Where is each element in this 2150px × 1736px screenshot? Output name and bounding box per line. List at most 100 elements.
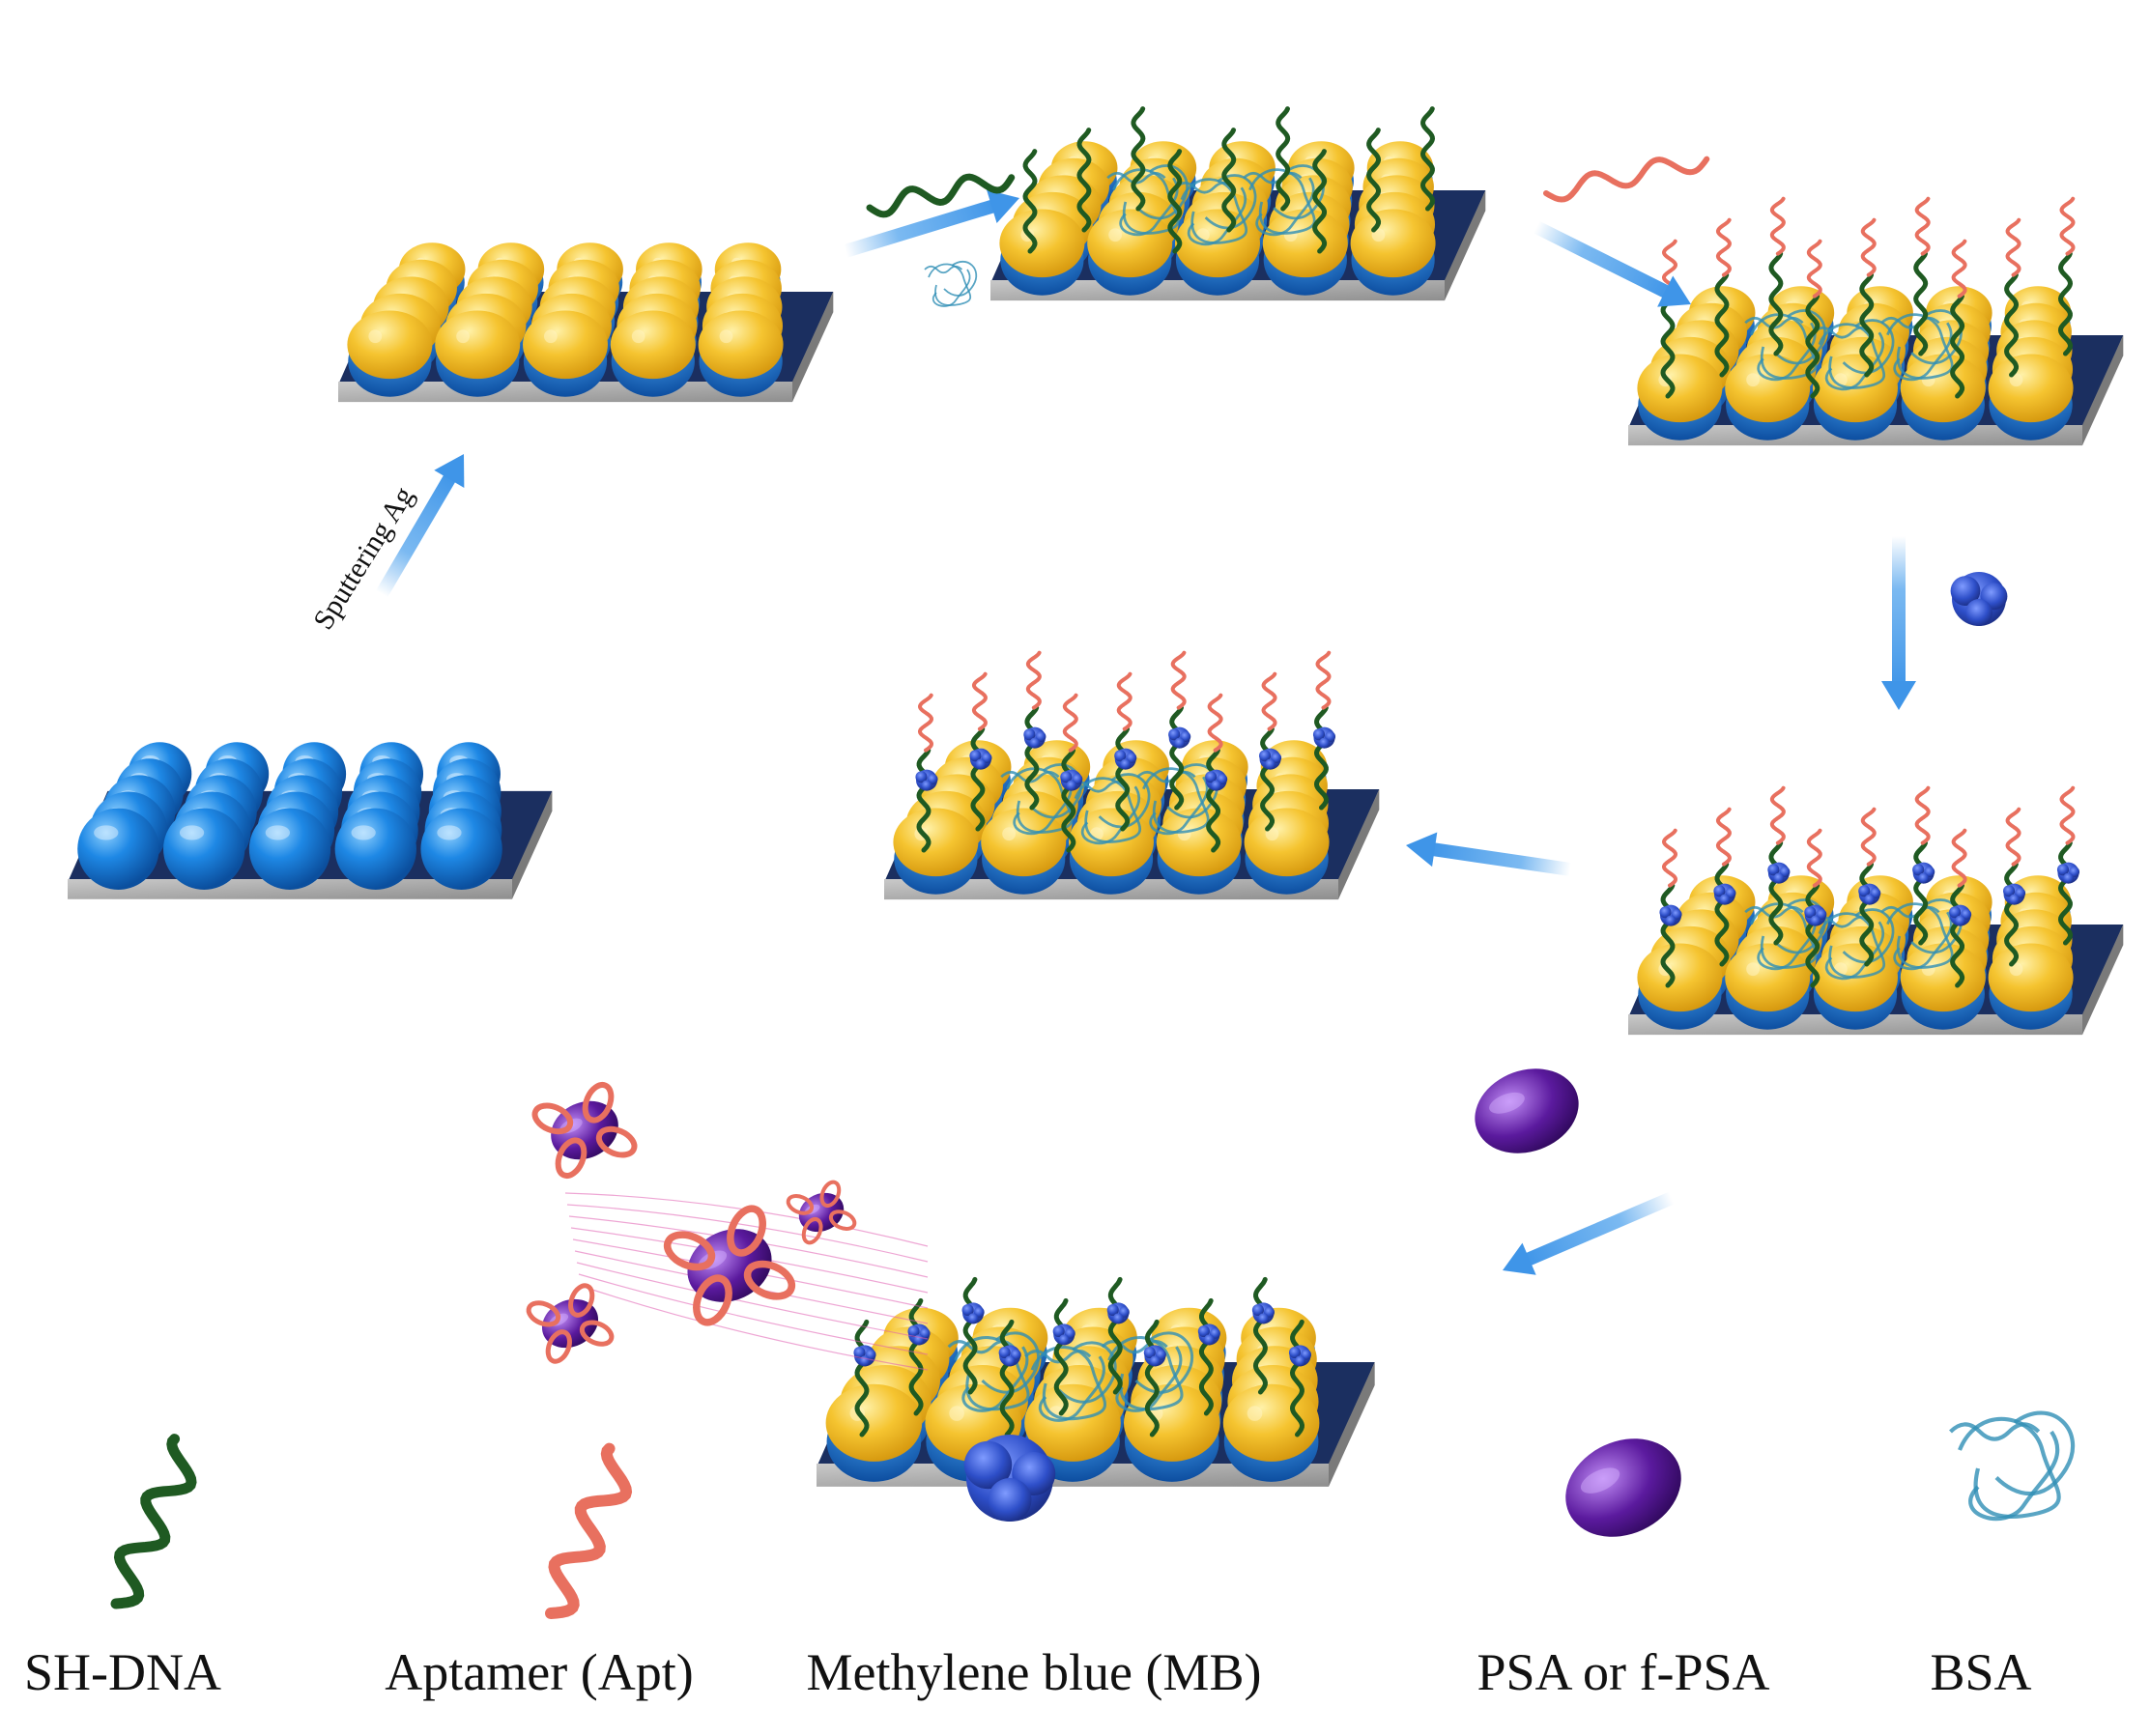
chip-dna-aptamer xyxy=(1628,196,2124,446)
sh-dna-strand xyxy=(1859,862,1875,967)
aptamer-strand xyxy=(917,693,934,753)
chip-ag-coated xyxy=(338,242,834,403)
released-complex-1 xyxy=(531,1081,638,1180)
sh-dna-strand xyxy=(1024,705,1040,811)
aptamer-strand xyxy=(1860,807,1877,867)
sh-dna-strand xyxy=(1714,862,1730,967)
aptamer-strand xyxy=(1951,239,1967,299)
sh-dna-strand xyxy=(2004,272,2020,378)
methylene-blue-blob xyxy=(1052,1323,1075,1346)
released-complex-3 xyxy=(526,1283,615,1364)
sh-dna-strand xyxy=(962,1276,978,1395)
release-trace-line xyxy=(564,1192,929,1247)
reagent-bsa-icon xyxy=(924,260,978,307)
released-aptamer-loop xyxy=(526,1300,561,1327)
sh-dna-strand xyxy=(1221,128,1237,233)
sh-dna-strand xyxy=(1167,149,1183,254)
sh-dna-strand xyxy=(1115,726,1131,832)
aptamer-strand xyxy=(1860,217,1877,277)
methylene-blue-blob xyxy=(1912,862,1935,884)
sh-dna-strand xyxy=(1419,106,1436,212)
arrow-step-2 xyxy=(843,189,1019,258)
chip-mb-intermediate xyxy=(884,650,1380,900)
release-trace-line xyxy=(580,1285,929,1371)
aptamer-strand xyxy=(1951,828,1967,888)
bsa-on-surface xyxy=(1880,898,1963,971)
released-aptamer-loop xyxy=(579,1320,615,1347)
released-aptamer-loop xyxy=(582,1081,615,1124)
legend-label-sh-dna: SH-DNA xyxy=(23,1643,221,1701)
aptamer-strand xyxy=(2005,807,2021,867)
arrow-step-6 xyxy=(1502,1191,1675,1275)
sh-dna-strand xyxy=(1107,1276,1123,1395)
aptamer-strand xyxy=(1914,196,1931,256)
sh-dna-strand xyxy=(1805,883,1820,988)
sh-dna-strand xyxy=(1198,1297,1214,1416)
released-aptamer-loop xyxy=(819,1180,842,1209)
aptamer-strand xyxy=(1715,217,1732,277)
sh-dna-strand xyxy=(1950,883,1965,988)
sh-dna-strand xyxy=(1913,251,1929,356)
methylene-blue-blob xyxy=(1858,883,1881,905)
sh-dna-strand xyxy=(2004,862,2020,967)
sh-dna-strand xyxy=(1859,272,1875,378)
methylene-blue-blob xyxy=(1060,769,1083,791)
released-aptamer-loop xyxy=(727,1205,766,1257)
released-aptamer-loop xyxy=(555,1137,588,1180)
sh-dna-strand xyxy=(1131,106,1146,212)
sh-dna-strand xyxy=(1950,294,1965,399)
methylene-blue-blob xyxy=(907,1323,931,1346)
sh-dna-strand xyxy=(1913,840,1929,946)
methylene-blue-blob xyxy=(1114,748,1137,770)
sh-dna-strand xyxy=(1366,128,1382,233)
bsa-on-surface xyxy=(1812,908,1895,981)
released-aptamer-loop xyxy=(801,1216,823,1245)
aptamer-strand xyxy=(971,671,988,731)
released-complex-4 xyxy=(786,1180,857,1245)
sh-dna-strand xyxy=(1053,1297,1069,1416)
methylene-blue-blob xyxy=(961,1302,985,1324)
chip-polystyrene-spheres xyxy=(68,742,553,899)
reagent-aptamer-icon xyxy=(1543,156,1710,203)
sh-dna-strand xyxy=(1144,1319,1160,1437)
bsa-on-surface xyxy=(1174,174,1257,246)
sh-dna-strand xyxy=(908,1297,924,1416)
methylene-blue-blob xyxy=(1949,904,1972,926)
reagent-psa-icon xyxy=(1475,1068,1579,1153)
sh-dna-strand xyxy=(1252,1276,1268,1395)
methylene-blue-blob xyxy=(969,748,992,770)
methylene-blue-blob xyxy=(998,1345,1021,1367)
sh-dna-strand xyxy=(1169,705,1185,811)
bsa-on-surface xyxy=(1812,319,1895,391)
aptamer-strand xyxy=(1661,828,1678,888)
sh-dna-strand xyxy=(1805,294,1820,399)
methylene-blue-blob xyxy=(1168,726,1191,749)
sh-dna-strand xyxy=(1660,883,1676,988)
released-aptamer-loop xyxy=(786,1194,815,1215)
released-aptamer-loop xyxy=(663,1231,716,1271)
aptamer-strand xyxy=(1116,671,1132,731)
legend-label-aptamer: Aptamer (Apt) xyxy=(385,1643,694,1701)
sh-dna-strand xyxy=(2057,251,2074,356)
bsa-on-surface xyxy=(947,1331,1041,1412)
methylene-blue-blob xyxy=(2056,862,2080,884)
released-aptamer-loop xyxy=(693,1274,732,1326)
release-trace-line xyxy=(566,1204,929,1263)
chip-mb-loaded xyxy=(1628,785,2124,1036)
methylene-blue-blob xyxy=(1197,1323,1220,1346)
legend-label-psa: PSA or f-PSA xyxy=(1476,1643,1770,1701)
released-aptamer-loop xyxy=(743,1260,796,1300)
reagent-mb-icon xyxy=(1950,572,2008,626)
methylene-blue-blob xyxy=(853,1345,876,1367)
aptamer-strand xyxy=(1806,239,1822,299)
methylene-blue-blob xyxy=(1804,904,1827,926)
sh-dna-strand xyxy=(999,1319,1015,1437)
legend-bsa-icon xyxy=(1949,1410,2076,1522)
bsa-on-surface xyxy=(1101,1331,1194,1412)
aptamer-strand xyxy=(2059,196,2076,256)
sh-dna-strand xyxy=(1660,294,1676,399)
aptamer-strand xyxy=(1769,785,1786,845)
sh-dna-strand xyxy=(1289,1319,1305,1437)
aptamer-strand xyxy=(1769,196,1786,256)
